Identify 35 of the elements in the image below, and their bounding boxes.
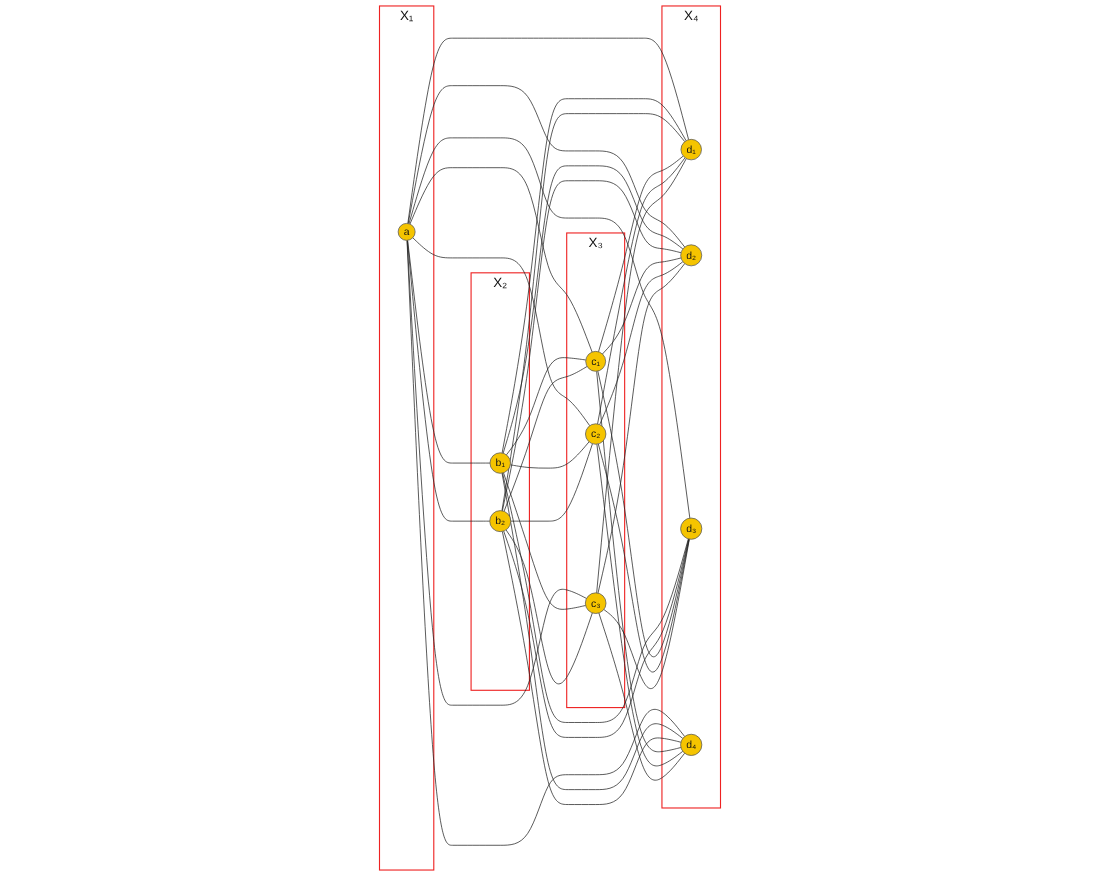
connector (407, 239, 491, 464)
connector (510, 443, 593, 522)
connector (502, 165, 684, 454)
connector (599, 261, 684, 425)
connector (597, 263, 686, 594)
connector (596, 443, 684, 767)
connector (602, 257, 682, 355)
connector (501, 531, 682, 805)
connector (596, 158, 687, 594)
connector (503, 530, 690, 738)
connector (406, 240, 686, 846)
connector (598, 612, 686, 781)
connector (407, 85, 686, 248)
connector (510, 441, 590, 469)
connector (503, 366, 588, 512)
connector (596, 370, 682, 753)
connector (597, 157, 686, 425)
connector (597, 370, 690, 658)
connector (408, 137, 691, 519)
connector (407, 239, 491, 522)
connector (502, 472, 689, 723)
connector (501, 472, 684, 790)
connector (501, 98, 687, 454)
connector (597, 443, 690, 673)
connector (603, 538, 690, 689)
connector (407, 37, 689, 224)
connector (503, 472, 586, 610)
connector (409, 167, 593, 353)
connector (406, 240, 587, 706)
connector (502, 180, 682, 512)
connector (506, 357, 587, 456)
connector (412, 237, 591, 427)
connector (598, 155, 684, 353)
connector (501, 113, 686, 512)
connector (505, 529, 593, 685)
